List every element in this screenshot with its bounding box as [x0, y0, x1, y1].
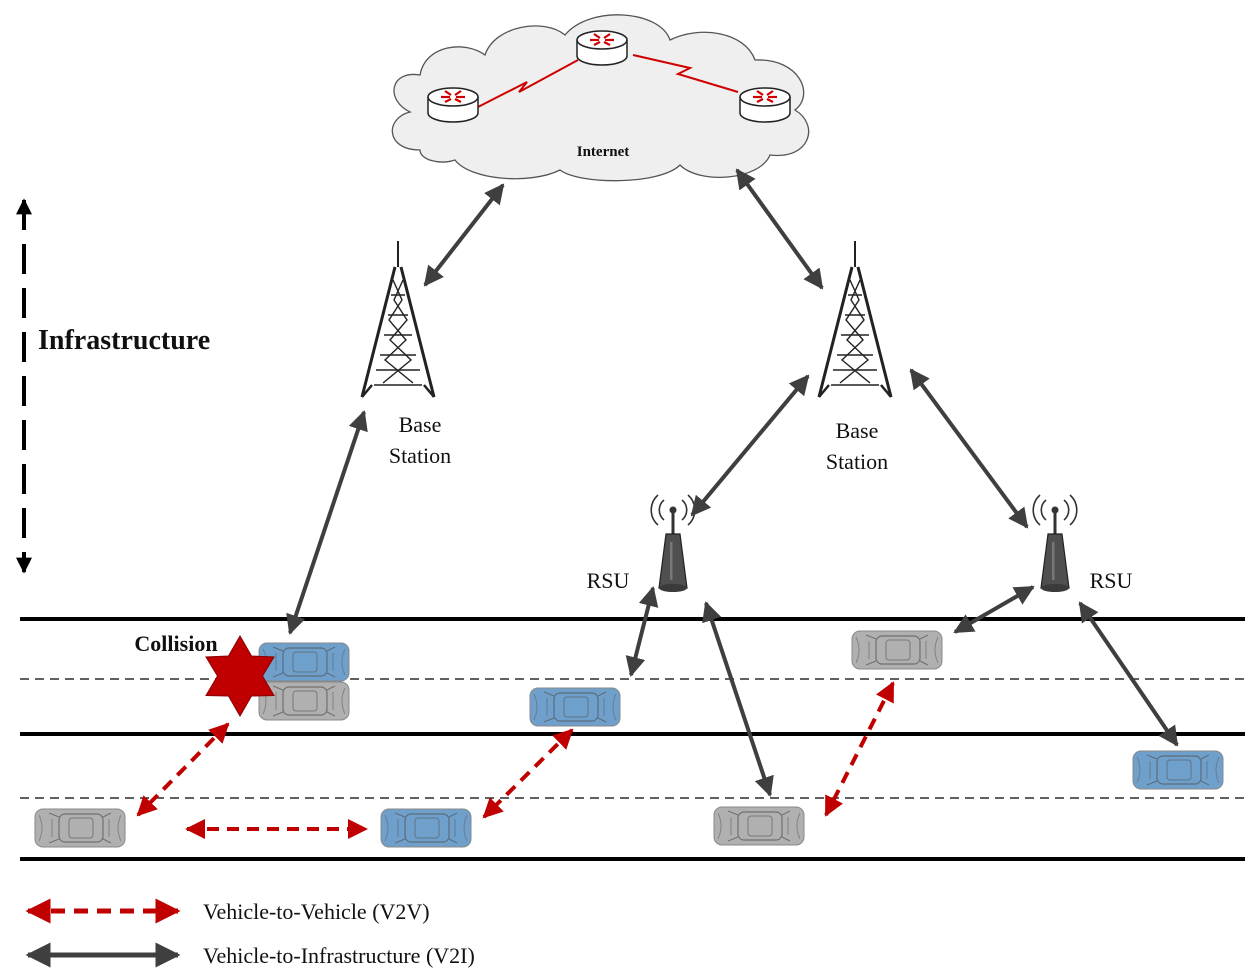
v2i-arrow — [909, 368, 1029, 529]
cell-tower-icon — [817, 239, 893, 399]
v2i-arrow — [953, 585, 1035, 634]
cell-tower-icon — [360, 239, 436, 399]
router-icon — [426, 86, 480, 124]
car-icon — [34, 808, 126, 848]
internet-label: Internet — [577, 144, 630, 160]
base-station-left-label-line2: Station — [389, 443, 451, 468]
router-icon — [738, 86, 792, 124]
base-station-left-label-line1: Base — [399, 412, 442, 437]
car-icon — [1132, 750, 1224, 790]
rsu-right-label: RSU — [1090, 568, 1133, 593]
rsu-left-label: RSU — [587, 568, 630, 593]
v2i-arrow — [702, 601, 774, 797]
legend-v2v-label: Vehicle-to-Vehicle (V2V) — [203, 899, 430, 924]
v2v-links — [136, 681, 895, 839]
v2i-links — [286, 168, 1179, 797]
v2i-arrow — [1078, 601, 1179, 747]
car-icon — [529, 687, 621, 727]
legend: Vehicle-to-Vehicle (V2V) Vehicle-to-Infr… — [25, 898, 475, 968]
v2v-arrow — [482, 728, 574, 819]
car-icon — [713, 806, 805, 846]
rsu-antenna-icon — [1031, 493, 1079, 594]
v2i-arrow — [625, 586, 659, 677]
collision-label: Collision — [134, 631, 217, 656]
v2v-arrow — [824, 681, 895, 817]
infrastructure-label: Infrastructure — [38, 325, 210, 356]
v2v-arrow — [136, 722, 230, 817]
car-icon — [258, 681, 350, 721]
legend-v2i-label: Vehicle-to-Infrastructure (V2I) — [203, 943, 475, 968]
internet-cloud — [391, 14, 810, 182]
v2i-arrow — [423, 183, 505, 287]
car-icon — [851, 630, 943, 670]
car-icon — [258, 642, 350, 682]
v2i-arrow — [286, 410, 368, 635]
collision-star-icon — [205, 634, 275, 718]
cloud-shape — [391, 14, 810, 182]
v2i-arrow — [735, 168, 824, 290]
router-icon — [575, 29, 629, 67]
v2i-arrow — [690, 374, 810, 517]
internet-backbone-links — [477, 54, 739, 108]
base-station-right-label-line2: Station — [826, 449, 888, 474]
base-station-right-label-line1: Base — [836, 418, 879, 443]
rsu-antenna-icon — [649, 493, 697, 594]
car-icon — [380, 808, 472, 848]
